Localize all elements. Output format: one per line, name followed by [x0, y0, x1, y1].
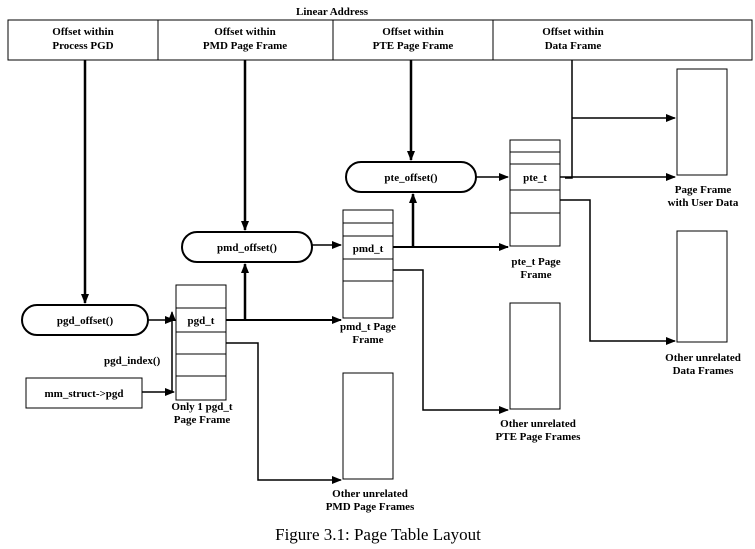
pte-offset-function: pte_offset() [345, 161, 477, 193]
pgd-table: pgd_t [175, 284, 227, 401]
pte-entry-label: pte_t [523, 172, 547, 184]
other-pte-caption-line: Other unrelated [500, 418, 576, 430]
field-pte-offset: Offset within PTE Page Frame [373, 26, 454, 52]
field-label-line: Offset within [52, 26, 113, 38]
field-label-line: Data Frame [545, 40, 602, 52]
pmd-table: pmd_t [342, 209, 394, 319]
mm-struct-label: mm_struct->pgd [45, 388, 124, 400]
other-pmd-caption-line: PMD Page Frames [326, 501, 415, 513]
field-label-line: Offset within [382, 26, 443, 38]
pgd-to-other-pmd-arrow [226, 342, 342, 484]
field-label-line: PTE Page Frame [373, 40, 454, 52]
connectors [81, 60, 676, 484]
other-pte-caption-line: PTE Page Frames [496, 431, 582, 443]
other-data-caption-line: Other unrelated [665, 352, 741, 364]
linear-address-title: Linear Address [296, 6, 369, 18]
pmd-offset-label: pmd_offset() [217, 242, 277, 254]
pgd-entry-label: pgd_t [188, 315, 215, 327]
pgd-index-label: pgd_index() [104, 355, 161, 367]
mm-struct-box: mm_struct->pgd [25, 377, 143, 409]
pte-table: pte_t [509, 139, 561, 247]
pgd-caption-line: Page Frame [174, 414, 231, 426]
field-label-line: Process PGD [52, 40, 113, 52]
pgd-caption-line: Only 1 pgd_t [171, 401, 232, 413]
pgd-offset-function: pgd_offset() [21, 304, 149, 336]
pgd-offset-label: pgd_offset() [57, 315, 114, 327]
other-data-frames [676, 230, 728, 343]
pte-to-other-data-arrow [560, 199, 676, 345]
pmd-to-other-pte-arrow [393, 269, 509, 414]
figure-caption: Figure 3.1: Page Table Layout [275, 525, 481, 544]
pmd-caption-line: pmd_t Page [340, 321, 396, 333]
pte-caption-line: pte_t Page [511, 256, 560, 268]
user-data-frame [676, 68, 728, 176]
other-pmd-caption-line: Other unrelated [332, 488, 408, 500]
pmd-entry-label: pmd_t [353, 243, 384, 255]
field-label-line: Offset within [214, 26, 275, 38]
pmd-caption-line: Frame [352, 334, 383, 346]
field-pgd-offset: Offset within Process PGD [52, 26, 113, 52]
user-data-caption-line: Page Frame [675, 184, 732, 196]
field-label-line: Offset within [542, 26, 603, 38]
pte-caption-line: Frame [520, 269, 551, 281]
data-field-line [565, 60, 573, 179]
linear-address-bar [7, 19, 753, 61]
other-data-caption-line: Data Frames [673, 365, 735, 377]
field-pmd-offset: Offset within PMD Page Frame [203, 26, 287, 52]
field-data-offset: Offset within Data Frame [542, 26, 603, 52]
pte-offset-label: pte_offset() [384, 172, 437, 184]
pmd-offset-function: pmd_offset() [181, 231, 313, 263]
other-pmd-frames [342, 372, 394, 480]
field-label-line: PMD Page Frame [203, 40, 287, 52]
other-pte-frames [509, 302, 561, 410]
user-data-caption-line: with User Data [668, 197, 739, 209]
